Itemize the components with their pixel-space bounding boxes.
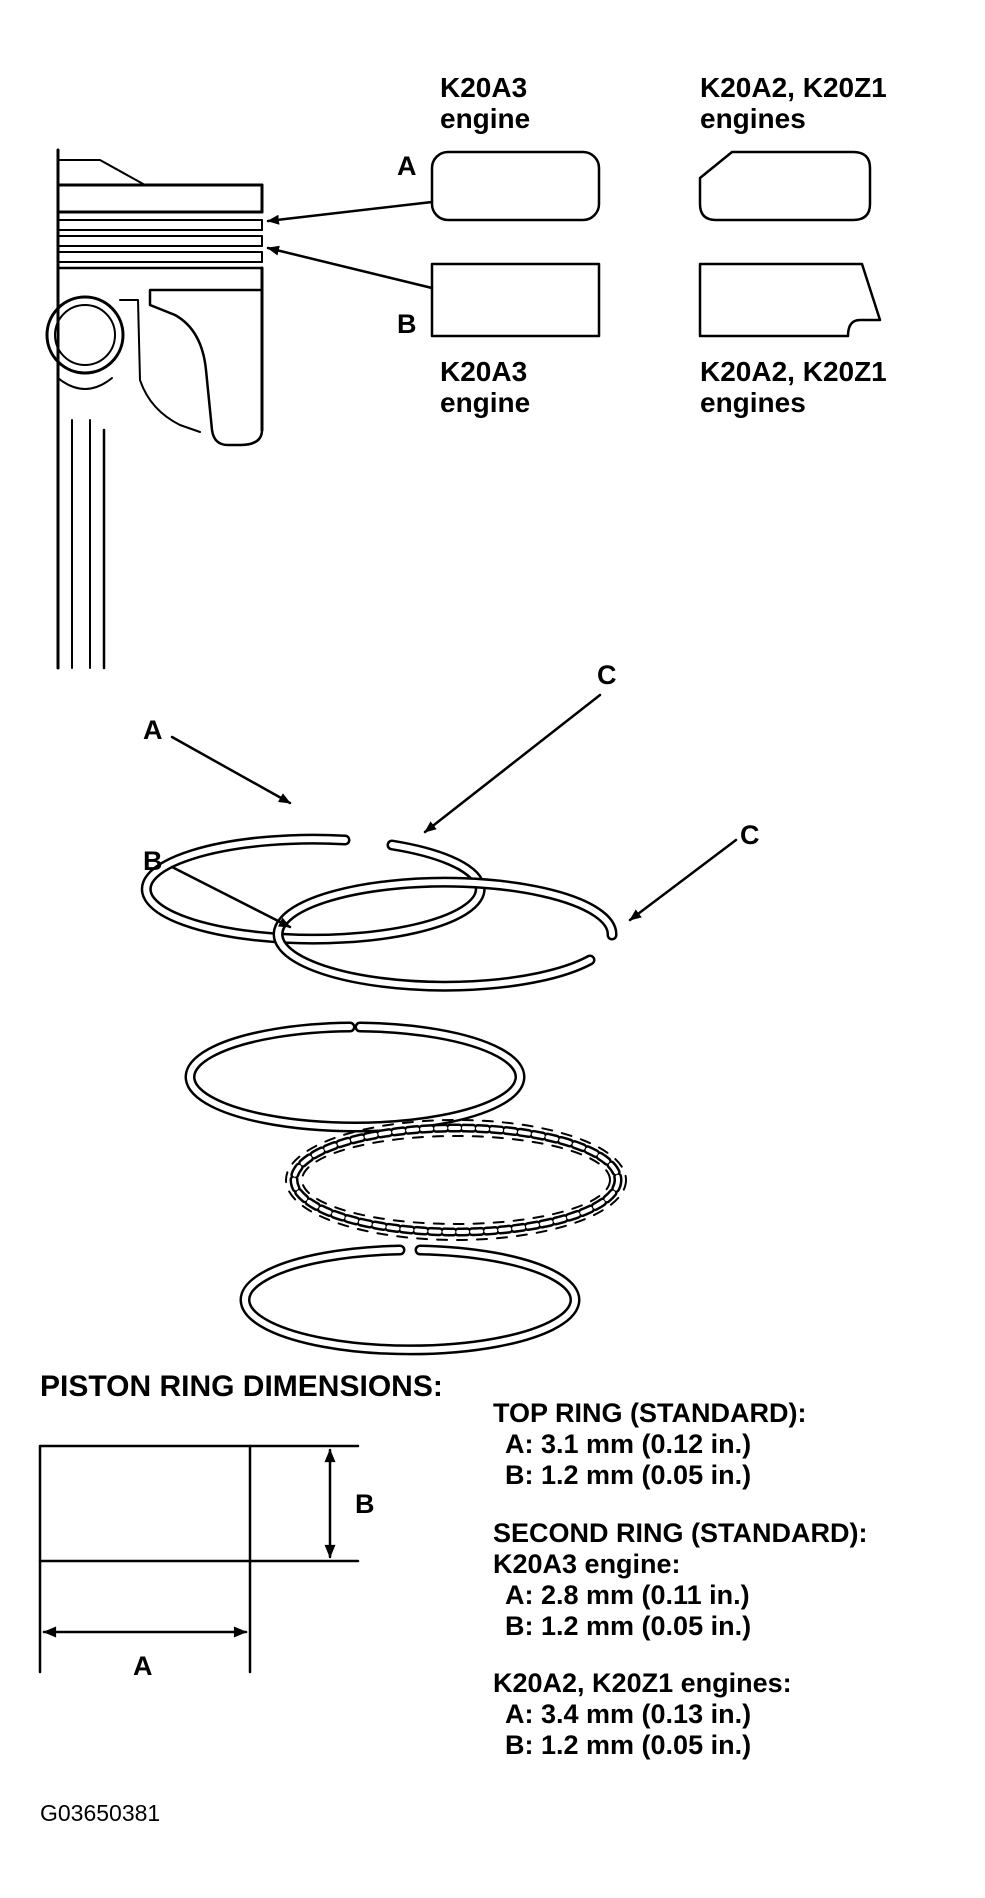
ring-profile-a-k20a2	[698, 150, 872, 222]
arrow-c-second-gap	[628, 838, 738, 922]
arrow-a-top-ring	[170, 735, 292, 805]
k20a3-a: A: 2.8 mm (0.11 in.)	[505, 1580, 750, 1610]
engine-name: K20A3	[440, 356, 528, 387]
dimension-label-b: B	[355, 1489, 375, 1519]
dimension-label-a: A	[133, 1651, 153, 1681]
engine-suffix: engine	[440, 387, 531, 418]
oil-rail-upper	[184, 1021, 526, 1133]
ring-label-c-top: C	[597, 660, 617, 690]
engine-label-k20a3-top: K20A3 engine	[440, 72, 530, 134]
engine-label-k20a2-bottom: K20A2, K20Z1 engines	[700, 356, 887, 418]
arrow-c-top-gap	[423, 693, 602, 834]
figure-id: G03650381	[40, 1800, 161, 1826]
oil-ring-expander	[285, 1119, 627, 1241]
ring-profile-b-k20a2	[698, 262, 882, 338]
k20a2-a: A: 3.4 mm (0.13 in.)	[505, 1699, 752, 1729]
top-ring-heading: TOP RING (STANDARD):	[493, 1398, 807, 1428]
top-ring-a: A: 3.1 mm (0.12 in.)	[505, 1429, 752, 1459]
engine-label-k20a3-bottom: K20A3 engine	[440, 356, 530, 418]
arrow-a-to-groove	[266, 200, 434, 225]
top-ring-b: B: 1.2 mm (0.05 in.)	[505, 1460, 752, 1490]
engine-suffix: engine	[440, 103, 531, 134]
k20a2-b: B: 1.2 mm (0.05 in.)	[505, 1730, 752, 1760]
dimensions-heading: PISTON RING DIMENSIONS:	[40, 1370, 443, 1403]
k20a2-spec: K20A2, K20Z1 engines: A: 3.4 mm (0.13 in…	[493, 1668, 792, 1761]
k20a2-heading: K20A2, K20Z1 engines:	[493, 1668, 792, 1698]
ring-profile-b-k20a3	[430, 262, 601, 338]
second-ring-heading: SECOND RING (STANDARD):	[493, 1518, 868, 1548]
dimension-diagram	[38, 1444, 360, 1674]
arrow-b-to-groove	[266, 245, 434, 290]
ring-label-c-right: C	[740, 820, 760, 850]
ring-label-a: A	[143, 715, 163, 745]
callout-label-b: B	[397, 309, 417, 339]
ring-profile-a-k20a3	[430, 150, 601, 222]
piston-section	[45, 148, 264, 670]
callout-label-a: A	[397, 151, 417, 181]
second-ring-spec: SECOND RING (STANDARD): K20A3 engine: A:…	[493, 1518, 867, 1642]
engine-name: K20A2, K20Z1	[700, 72, 887, 103]
k20a3-b: B: 1.2 mm (0.05 in.)	[505, 1611, 752, 1641]
top-ring-spec: TOP RING (STANDARD): A: 3.1 mm (0.12 in.…	[493, 1398, 807, 1491]
engine-label-k20a2-top: K20A2, K20Z1 engines	[700, 72, 887, 134]
arrow-b-second-ring	[170, 865, 292, 929]
engine-name: K20A2, K20Z1	[700, 356, 887, 387]
engine-suffix: engines	[700, 103, 806, 134]
top-ring	[140, 833, 486, 945]
engine-name: K20A3	[440, 72, 528, 103]
k20a3-heading: K20A3 engine:	[493, 1549, 681, 1579]
ring-label-b: B	[143, 846, 163, 876]
engine-suffix: engines	[700, 387, 806, 418]
oil-rail-lower	[239, 1244, 581, 1356]
